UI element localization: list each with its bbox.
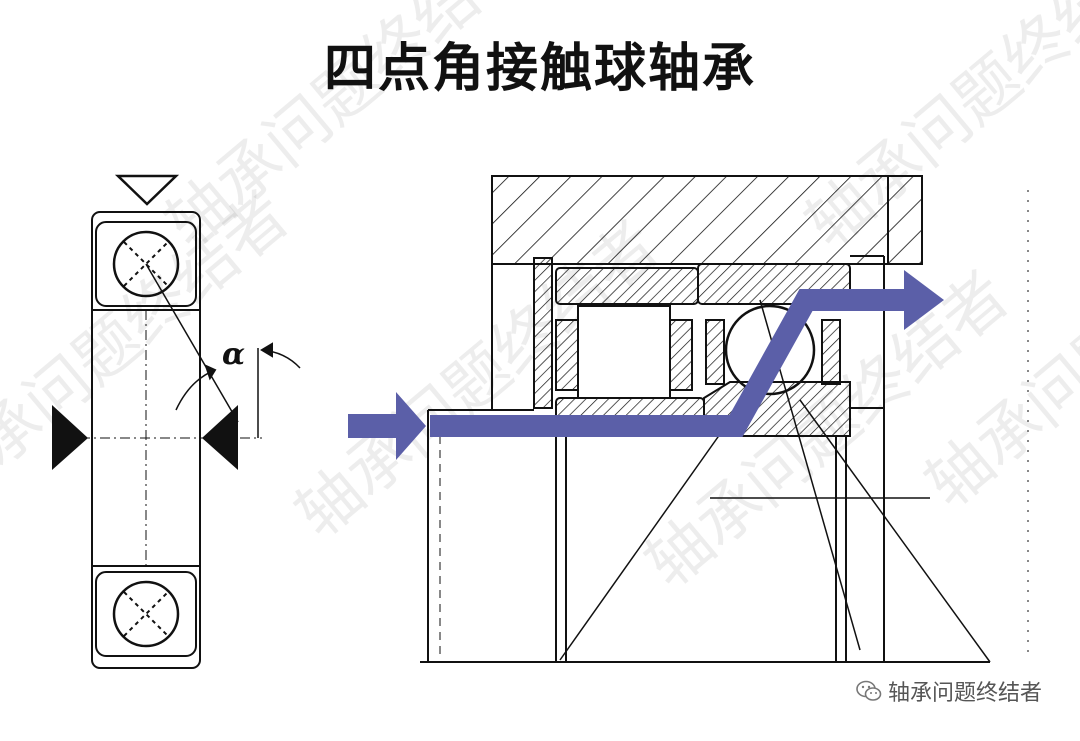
right-load-marker-icon	[202, 405, 238, 470]
left-bearing-section	[60, 211, 301, 669]
brand-text: 轴承问题终结者	[887, 681, 1042, 706]
contact-angle-label: α	[222, 337, 245, 372]
top-marker-icon	[114, 174, 180, 206]
load-path-arrow	[348, 270, 944, 460]
wechat-icon	[856, 680, 882, 701]
brand-footer: 轴承问题终结者	[856, 675, 1042, 707]
right-bearing-section	[420, 175, 1029, 663]
page-title: 四点角接触球轴承	[323, 38, 756, 99]
left-load-marker-icon	[52, 405, 88, 470]
